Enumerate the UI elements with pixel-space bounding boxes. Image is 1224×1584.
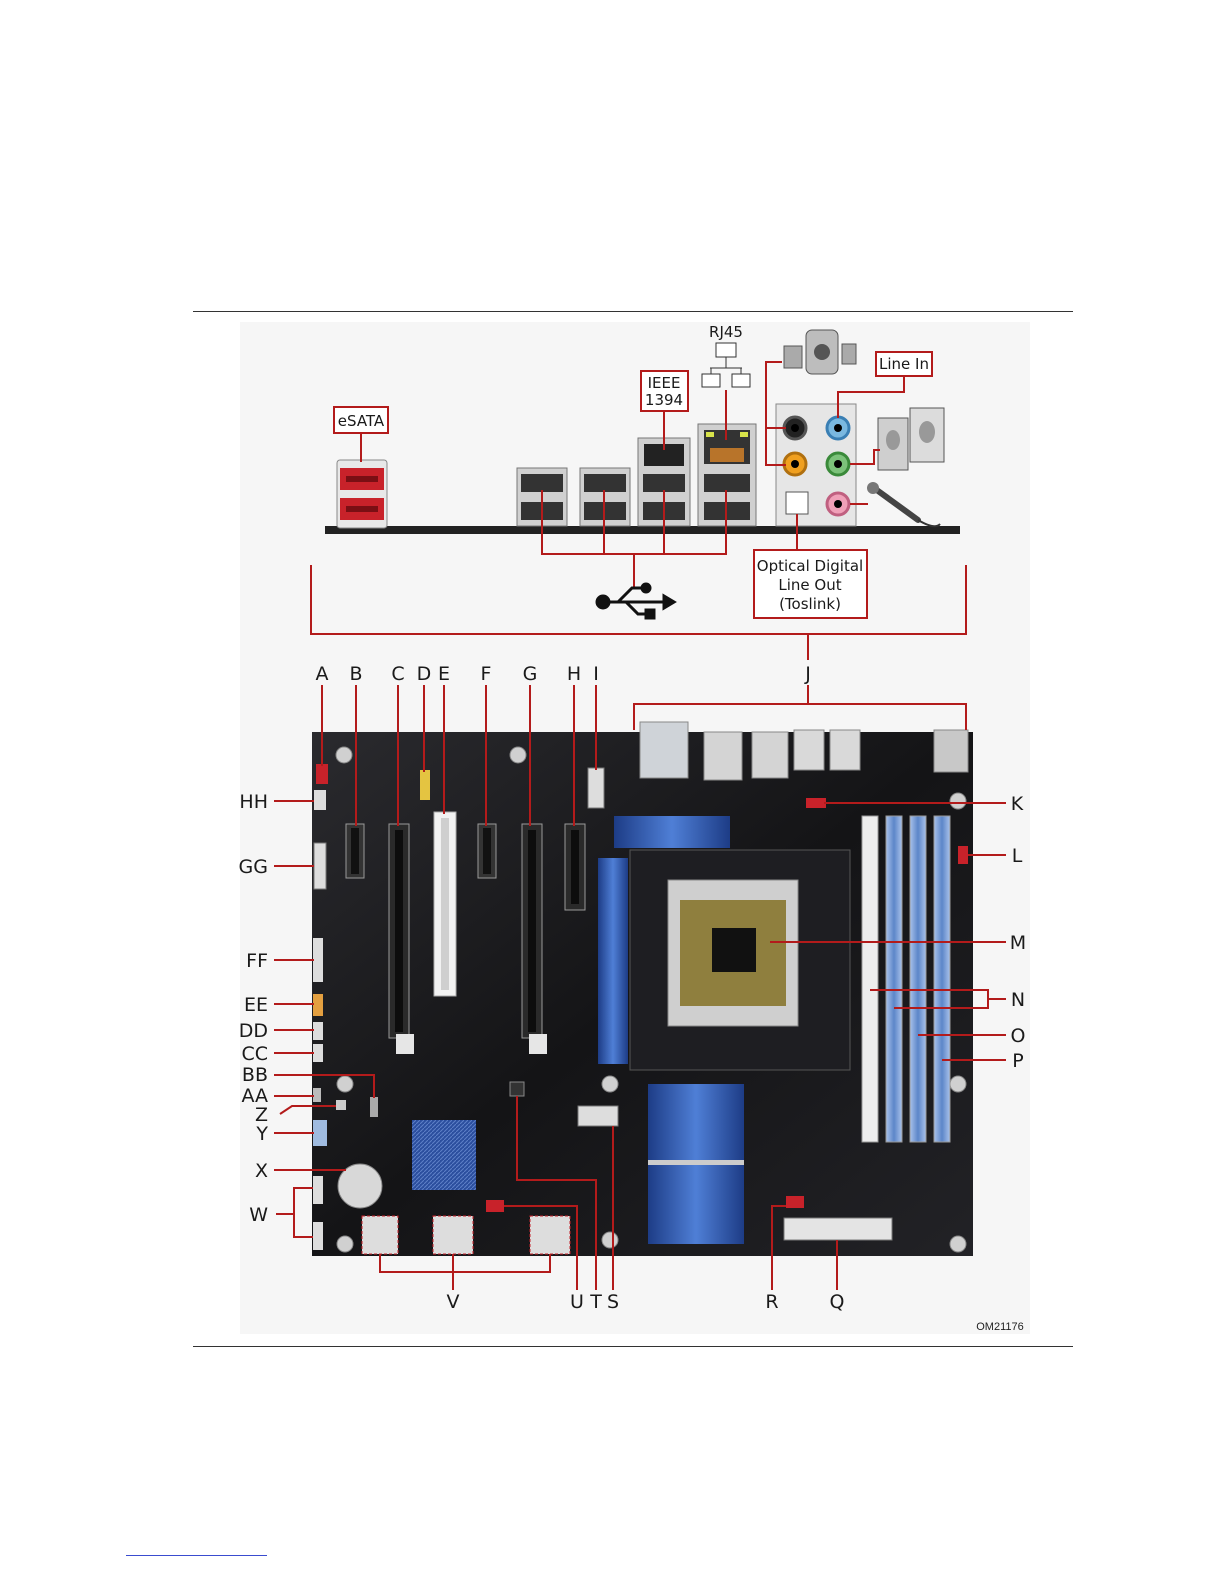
- callout-b: B: [349, 663, 362, 685]
- ieee1394-label-line1: IEEE: [648, 374, 681, 392]
- figure-code: OM21176: [976, 1321, 1024, 1333]
- header-y: [313, 1120, 327, 1146]
- connector-gg: [314, 843, 326, 889]
- callout-e: E: [438, 663, 450, 685]
- io-usb-stack-b: [830, 730, 860, 770]
- callout-k: K: [1011, 793, 1024, 815]
- vrm-heatsink-top: [614, 816, 730, 848]
- cpu-die: [712, 928, 756, 972]
- io-audio-stack: [640, 722, 688, 778]
- pcie-x1-slot-f: [478, 824, 496, 878]
- callout-g: G: [523, 663, 538, 685]
- esata-connector: [337, 460, 387, 528]
- callout-q: Q: [830, 1291, 845, 1313]
- header-cc: [313, 1044, 323, 1062]
- callout-y: Y: [255, 1123, 268, 1145]
- callout-n: N: [1011, 989, 1025, 1011]
- callout-dd: DD: [239, 1020, 268, 1042]
- header-a: [316, 764, 328, 784]
- dimm-slot-o: [910, 816, 926, 1142]
- jumper-bb: [370, 1097, 378, 1117]
- callout-ff: FF: [246, 950, 268, 972]
- callout-hh: HH: [239, 791, 268, 813]
- power-connector-s: [578, 1106, 618, 1126]
- pcie-x4-slot-h: [565, 824, 585, 910]
- callout-d: D: [417, 663, 432, 685]
- callout-cc: CC: [241, 1043, 268, 1065]
- header-w2: [313, 1222, 323, 1250]
- optical-label-line3: (Toslink): [779, 595, 841, 613]
- io-1394-stack: [752, 732, 788, 778]
- header-u: [486, 1200, 504, 1212]
- header-d: [420, 770, 430, 800]
- io-esata-stack: [934, 730, 968, 772]
- header-aa: [313, 1088, 321, 1102]
- callout-h: H: [567, 663, 581, 685]
- callout-i: I: [593, 663, 599, 685]
- io-usb-stack-a: [794, 730, 824, 770]
- callout-p: P: [1012, 1050, 1023, 1072]
- sata-connectors-v: [362, 1216, 570, 1254]
- callout-u: U: [570, 1291, 584, 1313]
- callout-bb: BB: [242, 1064, 268, 1086]
- callout-c: C: [391, 663, 404, 685]
- callout-w: W: [249, 1204, 268, 1226]
- audio-jack-block: [776, 404, 856, 526]
- vrm-heatsink-left: [598, 858, 628, 1064]
- motherboard: [312, 685, 973, 1256]
- header-k: [806, 798, 826, 808]
- callout-o: O: [1011, 1025, 1026, 1047]
- callout-j: J: [804, 663, 811, 685]
- io-bracket-base: [325, 526, 960, 534]
- optical-label-line2: Line Out: [778, 576, 841, 594]
- pcie-x1-slot-b: [346, 824, 364, 878]
- dimm-slot-n2: [886, 816, 902, 1142]
- callout-a: A: [316, 663, 329, 685]
- io-lan-stack: [704, 732, 742, 780]
- rj45-label: RJ45: [709, 323, 743, 341]
- header-l: [958, 846, 968, 864]
- line-in-label: Line In: [879, 355, 929, 373]
- header-ff: [313, 938, 323, 982]
- header-r: [786, 1196, 804, 1208]
- header-w1: [313, 1176, 323, 1204]
- callout-x: X: [255, 1160, 268, 1182]
- chip-t: [510, 1082, 524, 1096]
- callout-t: T: [589, 1291, 602, 1313]
- header-ee: [313, 994, 323, 1016]
- header-hh: [314, 790, 326, 810]
- power-connector-i: [588, 768, 604, 808]
- callout-f: F: [481, 663, 492, 685]
- callout-r: R: [765, 1291, 778, 1313]
- callout-ee: EE: [244, 994, 268, 1016]
- callout-v: V: [447, 1291, 460, 1313]
- callout-m: M: [1010, 932, 1026, 954]
- atx-power-q: [784, 1218, 892, 1240]
- esata-label: eSATA: [338, 412, 385, 430]
- pci-slot-e: [434, 812, 456, 996]
- ieee1394-label-line2: 1394: [645, 391, 683, 409]
- callout-l: L: [1012, 845, 1023, 867]
- header-dd: [313, 1022, 323, 1040]
- callout-gg: GG: [239, 856, 268, 878]
- dimm-slot-n1: [862, 816, 878, 1142]
- dimm-slot-p: [934, 816, 950, 1142]
- chipset-bga: [412, 1120, 476, 1190]
- component-z: [336, 1100, 346, 1110]
- callout-s: S: [607, 1291, 619, 1313]
- optical-label-line1: Optical Digital: [757, 557, 863, 575]
